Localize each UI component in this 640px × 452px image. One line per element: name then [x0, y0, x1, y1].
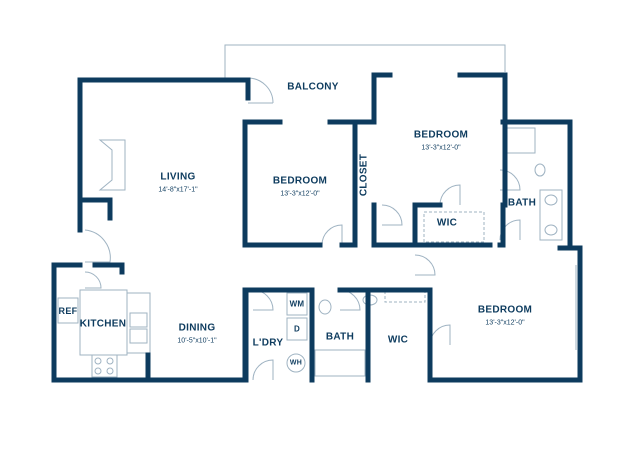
- vanity: [539, 189, 563, 241]
- door-swing: [84, 229, 111, 263]
- dryer: [286, 317, 308, 341]
- door-swing: [247, 77, 274, 104]
- room-label-laundry: L'DRY: [252, 337, 284, 349]
- room-label-wic-top: WIC: [436, 217, 458, 229]
- sink-bowl: [129, 328, 148, 344]
- door-swing: [321, 224, 343, 246]
- wic-shelf: [423, 211, 485, 243]
- door-swing: [252, 289, 274, 311]
- room-label-bath-right: BATH: [507, 197, 537, 209]
- fixtures: [57, 44, 577, 381]
- sink-bowl: [129, 312, 148, 328]
- room-label-bath-center: BATH: [325, 331, 355, 343]
- room-label-bedroom-top-right: BEDROOM: [413, 129, 469, 141]
- washer-label: WM: [289, 299, 305, 309]
- room-label-wic-bottom: WIC: [387, 334, 409, 346]
- room-label-balcony: BALCONY: [287, 81, 339, 93]
- door-swing: [499, 219, 521, 241]
- door-swing: [414, 254, 436, 276]
- bathtub: [314, 349, 366, 377]
- room-label-ref: REF: [58, 306, 78, 316]
- room-label-kitchen: KITCHEN: [79, 318, 127, 330]
- door-swing: [339, 289, 361, 311]
- room-dims-bedroom-center: 13'-3"x12'-0": [280, 190, 320, 198]
- refrigerator: [57, 297, 79, 324]
- sink: [544, 224, 558, 236]
- room-dims-bedroom-top-right: 13'-3"x12'-0": [421, 144, 461, 152]
- stove-burner: [94, 367, 102, 375]
- balcony-outline: [224, 44, 506, 78]
- bathtub: [504, 127, 536, 154]
- door-swing: [429, 324, 451, 346]
- water-heater: [286, 353, 306, 373]
- door-swing: [252, 359, 274, 381]
- door-swing: [439, 184, 461, 206]
- room-label-bedroom-bottom-right: BEDROOM: [477, 304, 533, 316]
- dryer-label: D: [293, 324, 301, 334]
- door-swing: [84, 271, 102, 289]
- washer: [286, 292, 308, 316]
- door-swing: [381, 204, 403, 226]
- room-label-dining: DINING: [178, 322, 216, 334]
- stove-burner: [106, 357, 114, 365]
- room-label-bedroom-center: BEDROOM: [272, 175, 328, 187]
- stove: [91, 354, 118, 378]
- water-heater-label: WH: [289, 359, 303, 367]
- fireplace: [98, 139, 126, 191]
- room-label-living: LIVING: [160, 171, 196, 183]
- sink: [318, 299, 332, 315]
- stove-burner: [94, 357, 102, 365]
- room-dims-bedroom-bottom-right: 13'-3"x12'-0": [485, 319, 525, 327]
- stove-burner: [106, 367, 114, 375]
- room-label-closet: CLOSET: [358, 153, 370, 197]
- toilet: [534, 163, 546, 177]
- walls: [51, 72, 583, 383]
- sink: [544, 194, 558, 206]
- room-dims-dining: 10'-5"x10'-1": [177, 337, 217, 345]
- room-dims-living: 14'-8"x17'-1": [158, 186, 198, 194]
